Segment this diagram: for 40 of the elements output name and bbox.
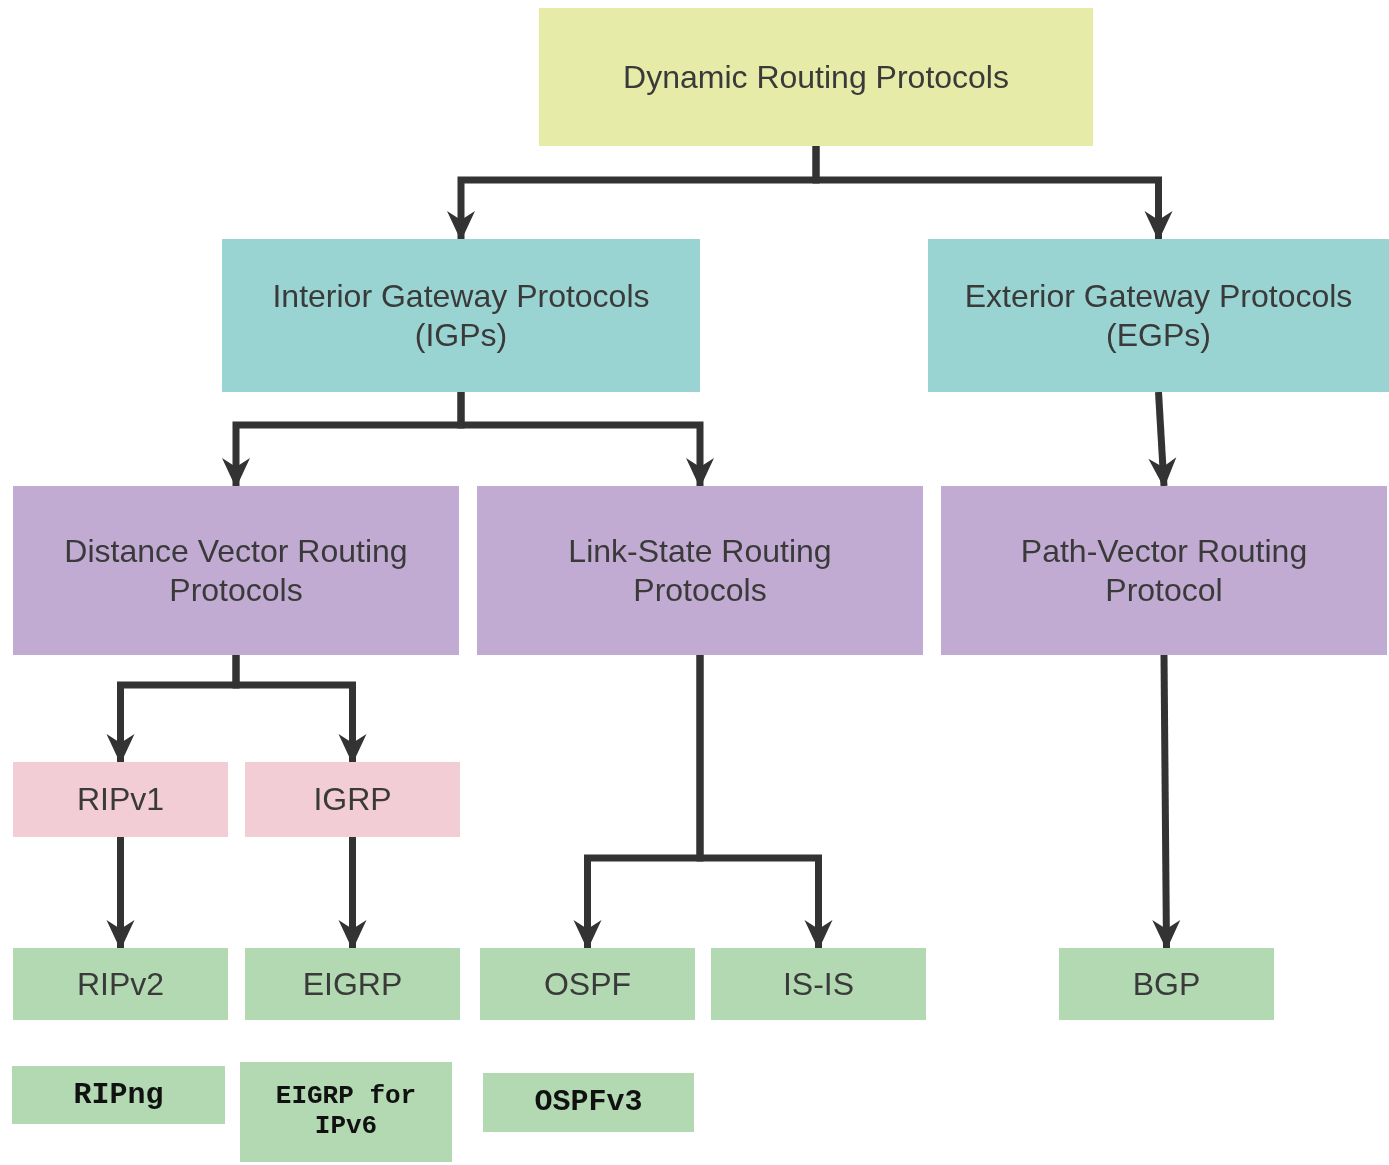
node-label: EIGRP for IPv6 bbox=[274, 1082, 418, 1142]
node-label: OSPF bbox=[543, 964, 632, 1004]
arrow bbox=[1148, 391, 1177, 488]
node-label: RIPv1 bbox=[76, 780, 165, 819]
node-label: IGRP bbox=[313, 780, 392, 819]
process-box bbox=[480, 948, 695, 1020]
arrow bbox=[338, 837, 367, 950]
node-label: OSPFv3 bbox=[534, 1085, 643, 1120]
node-label: Interior Gateway Protocols (IGPs) bbox=[271, 277, 651, 354]
node-label: Link-State Routing Protocols bbox=[567, 532, 833, 609]
process-box bbox=[477, 486, 923, 655]
process-box bbox=[13, 948, 228, 1020]
node-label: Dynamic Routing Protocols bbox=[622, 57, 1010, 97]
process-box bbox=[483, 1073, 694, 1132]
process-box bbox=[539, 8, 1093, 146]
node-label: Distance Vector Routing Protocols bbox=[63, 532, 409, 609]
arrow bbox=[812, 146, 1173, 241]
node-label: IS-IS bbox=[782, 964, 855, 1004]
node-label: Path-Vector Routing Protocol bbox=[1019, 532, 1309, 609]
arrow bbox=[696, 655, 833, 950]
process-box bbox=[13, 486, 459, 655]
process-box bbox=[245, 762, 460, 837]
process-box bbox=[1059, 948, 1274, 1020]
arrow bbox=[232, 655, 367, 764]
node-label: RIPng bbox=[73, 1077, 164, 1113]
node-label: RIPv2 bbox=[76, 964, 165, 1004]
arrow bbox=[1152, 654, 1181, 950]
process-box bbox=[240, 1062, 452, 1162]
process-box bbox=[711, 948, 926, 1020]
process-box bbox=[222, 239, 700, 392]
node-label: BGP bbox=[1132, 964, 1201, 1004]
arrow bbox=[106, 837, 135, 950]
arrow bbox=[457, 392, 714, 488]
process-box bbox=[928, 239, 1389, 392]
process-box bbox=[245, 948, 460, 1020]
node-label: EIGRP bbox=[302, 964, 403, 1004]
process-box bbox=[941, 486, 1387, 655]
process-box bbox=[12, 1066, 225, 1124]
node-label: Exterior Gateway Protocols (EGPs) bbox=[963, 277, 1354, 354]
process-box bbox=[13, 762, 228, 837]
